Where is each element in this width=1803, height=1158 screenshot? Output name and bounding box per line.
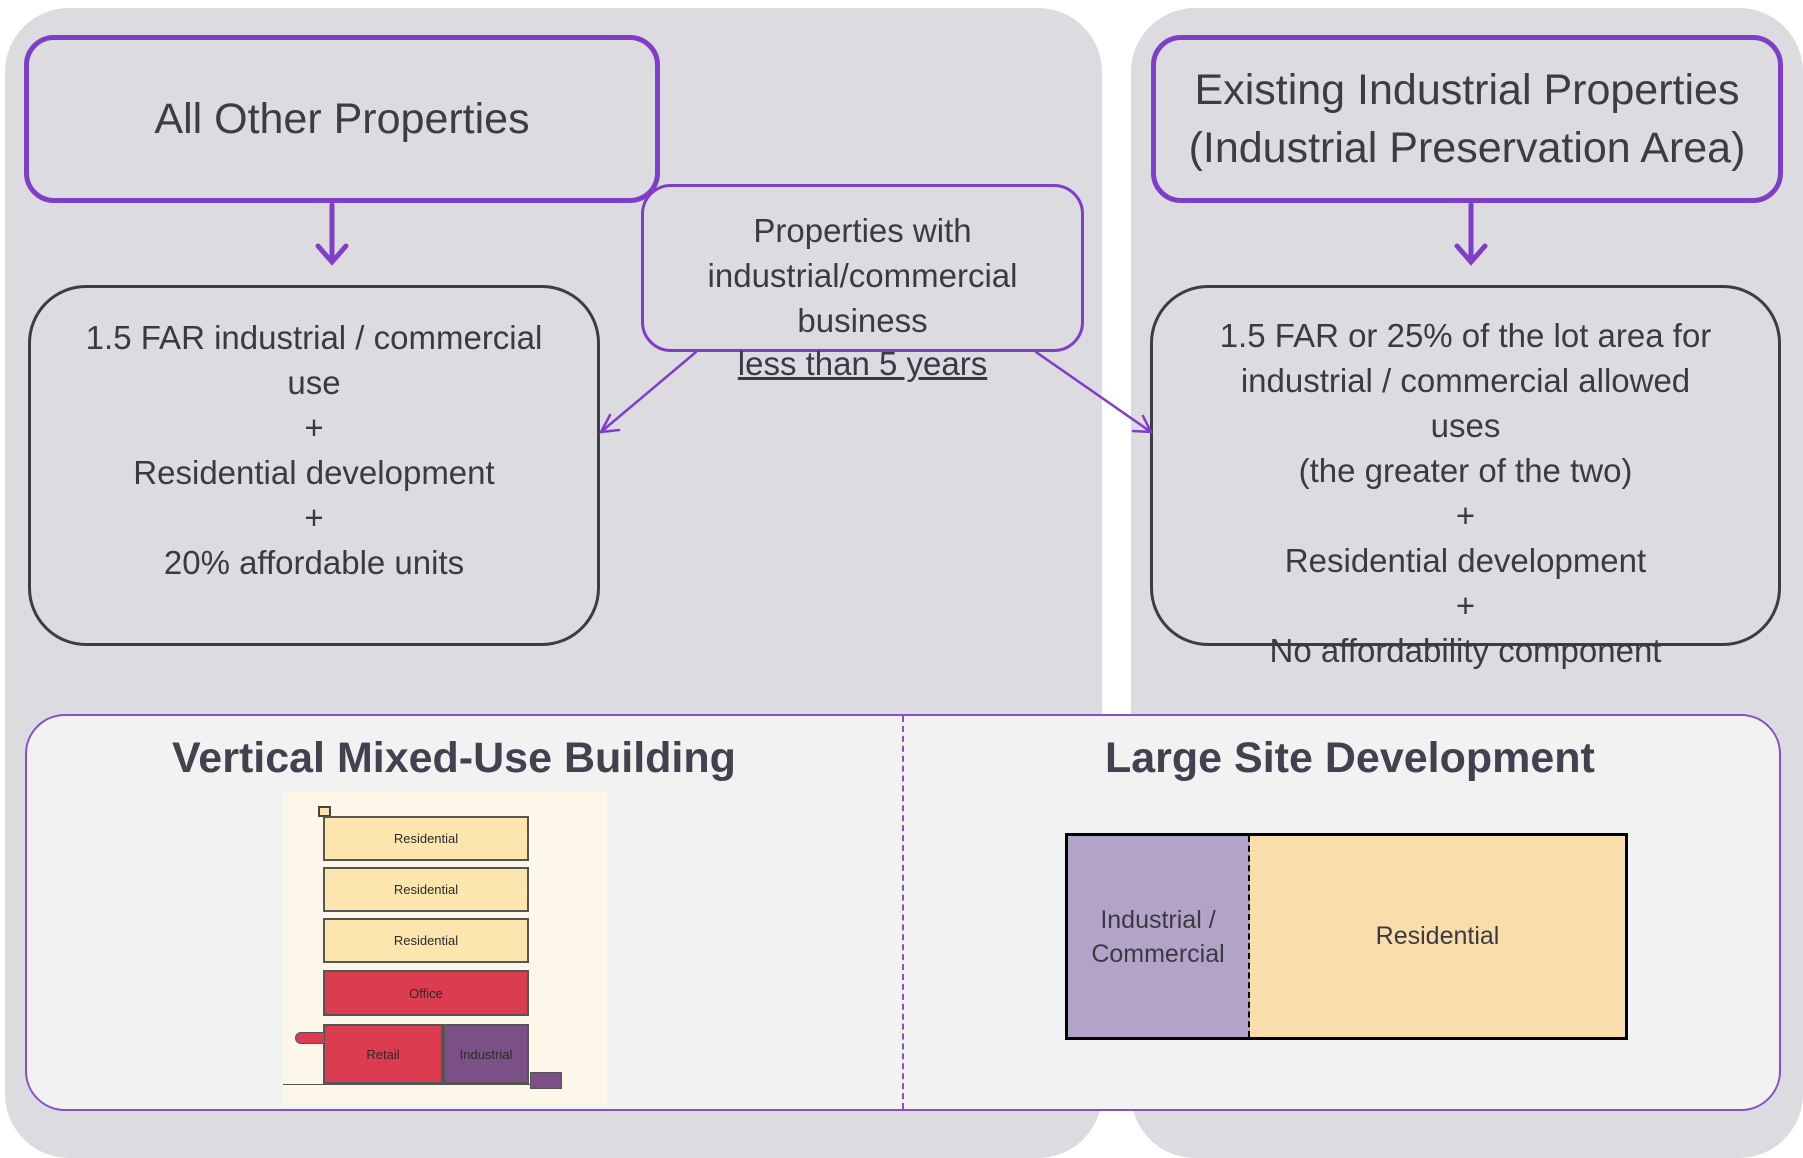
left-rule-line-2: use bbox=[287, 364, 341, 401]
building-annex bbox=[530, 1072, 562, 1089]
left-rule-line-6: 20% affordable units bbox=[163, 544, 465, 581]
right-rule-box bbox=[1150, 285, 1781, 646]
right-rule-line-8: No affordability component bbox=[1269, 632, 1662, 669]
middle-line-1: Properties with bbox=[753, 212, 972, 249]
all-other-properties-label: All Other Properties bbox=[154, 94, 530, 143]
middle-line-3: business bbox=[797, 302, 928, 339]
right-rule-line-7: + bbox=[1455, 587, 1476, 624]
mixed-use-building-illustration: Residential Residential Residential Offi… bbox=[283, 792, 607, 1106]
down-arrow-right bbox=[1454, 202, 1488, 266]
right-rule-line-4: (the greater of the two) bbox=[1298, 452, 1633, 489]
site-residential: Residential bbox=[1250, 836, 1625, 1037]
floor-residential-2: Residential bbox=[323, 867, 529, 912]
site-left-line-2: Commercial bbox=[1091, 939, 1225, 968]
large-site-illustration: Industrial / Commercial Residential bbox=[1065, 833, 1628, 1040]
left-rule-line-3: + bbox=[304, 409, 324, 446]
site-left-line-1: Industrial / bbox=[1100, 905, 1216, 934]
floor-office: Office bbox=[323, 970, 529, 1016]
right-rule-line-3: uses bbox=[1430, 407, 1501, 444]
arrows-layer bbox=[315, 202, 1488, 434]
site-industrial-commercial: Industrial / Commercial bbox=[1068, 836, 1250, 1037]
left-rule-line-1: 1.5 FAR industrial / commercial bbox=[85, 319, 543, 356]
floor-industrial: Industrial bbox=[443, 1024, 529, 1084]
middle-underlined-text: less than 5 years bbox=[641, 341, 1084, 386]
middle-line-2: industrial/commercial bbox=[707, 257, 1018, 294]
existing-industrial-box: Existing Industrial Properties (Industri… bbox=[1151, 35, 1783, 203]
less-than-5-years: less than 5 years bbox=[737, 345, 988, 382]
middle-box: Properties with industrial/commercial bu… bbox=[641, 184, 1084, 352]
vertical-mixed-use-title: Vertical Mixed-Use Building bbox=[172, 734, 736, 782]
bottom-divider bbox=[902, 716, 904, 1109]
right-rule-line-5: + bbox=[1455, 497, 1476, 534]
large-site-development-title: Large Site Development bbox=[1105, 734, 1595, 782]
left-rule-line-4: Residential development bbox=[133, 454, 495, 491]
floor-retail: Retail bbox=[323, 1024, 443, 1084]
existing-industrial-line-1: Existing Industrial Properties bbox=[1194, 66, 1740, 114]
right-rule-line-1: 1.5 FAR or 25% of the lot area for bbox=[1219, 317, 1712, 354]
down-arrow-left bbox=[315, 202, 349, 266]
diagonal-arrow-left bbox=[598, 350, 698, 434]
existing-industrial-line-2: (Industrial Preservation Area) bbox=[1188, 124, 1746, 172]
diagonal-arrow-right bbox=[1034, 350, 1154, 434]
left-rule-line-5: + bbox=[304, 499, 324, 536]
right-rule-text: 1.5 FAR or 25% of the lot area for indus… bbox=[1150, 313, 1781, 673]
building-awning bbox=[295, 1032, 325, 1044]
right-rule-line-2: industrial / commercial allowed bbox=[1240, 362, 1691, 399]
left-rule-box: 1.5 FAR industrial / commercial use + Re… bbox=[28, 285, 600, 646]
floor-residential-1: Residential bbox=[323, 816, 529, 861]
ground-line bbox=[283, 1084, 531, 1085]
floor-residential-3: Residential bbox=[323, 918, 529, 963]
right-rule-line-6: Residential development bbox=[1284, 542, 1647, 579]
all-other-properties-box: All Other Properties bbox=[24, 35, 660, 203]
